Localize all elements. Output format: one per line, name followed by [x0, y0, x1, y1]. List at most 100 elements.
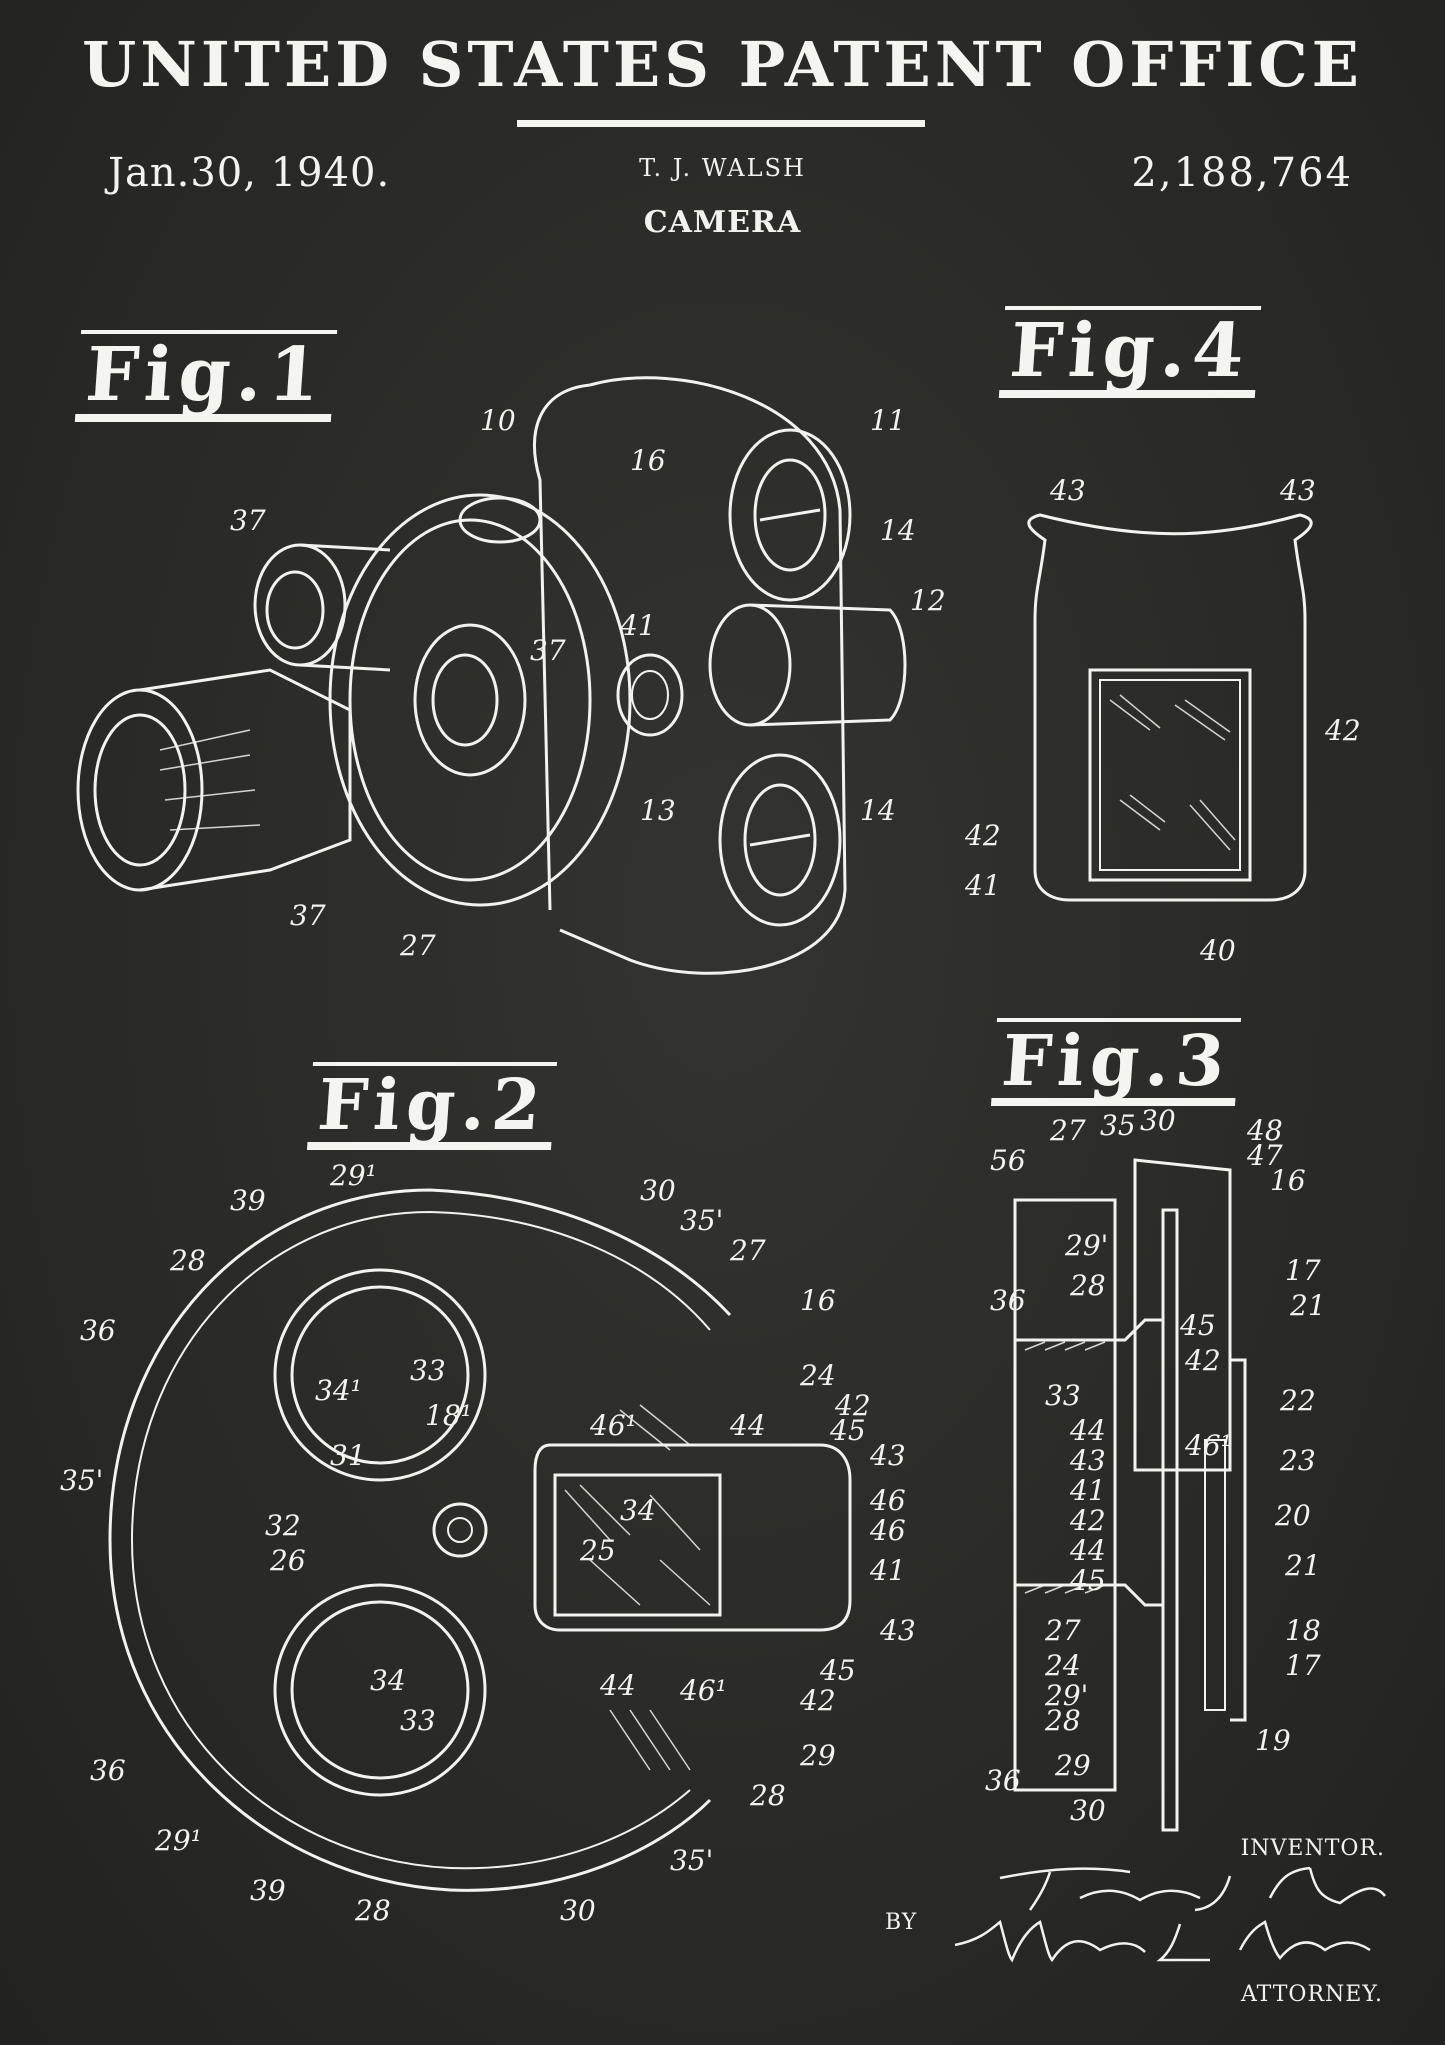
attorney-signature [954, 1919, 1371, 1963]
fig2-callout: 30 [640, 1174, 676, 1207]
fig1-callout: 37 [230, 504, 266, 537]
fig2-callout: 34 [370, 1664, 406, 1697]
fig2-callout: 29¹ [329, 1159, 377, 1192]
fig3-callout: 17 [1285, 1254, 1321, 1287]
fig2-callout: 31 [330, 1439, 366, 1472]
fig3-callout: 29' [1064, 1229, 1108, 1262]
fig3-callout: 46¹ [1184, 1429, 1232, 1462]
fig1-callout: 14 [880, 514, 916, 547]
fig3-callout: 18 [1285, 1614, 1321, 1647]
title-divider [517, 120, 925, 127]
patent-number: 2,188,764 [1131, 150, 1353, 196]
fig1-callout: 12 [910, 584, 946, 617]
fig2-callout: 46 [869, 1484, 906, 1517]
fig2-callout: 32 [265, 1509, 301, 1542]
fig2-callout: 43 [869, 1439, 906, 1472]
fig2-callout: 28 [169, 1244, 206, 1277]
fig2-callout: 34 [620, 1494, 656, 1527]
fig2-callout: 30 [560, 1894, 596, 1927]
fig3-callout: 41 [1069, 1474, 1106, 1507]
fig2-callout: 29 [799, 1739, 836, 1772]
fig3-callout: 27 [1044, 1614, 1081, 1647]
fig2-callout: 42 [799, 1684, 836, 1717]
fig3-callout: 44 [1069, 1534, 1106, 1567]
fig4-callout: 42 [1324, 714, 1361, 747]
by-label: BY [885, 1910, 918, 1935]
fig3-callout: 22 [1279, 1384, 1316, 1417]
fig1-callout: 10 [480, 404, 516, 437]
fig3-callout: 36 [985, 1764, 1021, 1797]
attorney-caption: ATTORNEY. [1240, 1982, 1383, 2007]
fig2-callout: 16 [800, 1284, 836, 1317]
fig3-callout: 28 [1069, 1269, 1106, 1302]
inventor-signature [999, 1866, 1386, 1912]
fig2-callout: 34¹ [315, 1374, 362, 1407]
fig2-callout: 36 [90, 1754, 126, 1787]
fig3-callout: 29' [1044, 1679, 1088, 1712]
fig2-callout: 35' [670, 1844, 713, 1877]
fig3-callout: 42 [1184, 1344, 1221, 1377]
fig3-label: Fig.3 [990, 1018, 1242, 1106]
fig2-callout: 36 [80, 1314, 116, 1347]
fig3-section-drawing: 56 27 35 30 48 47 16 29' 28 17 21 36 45 … [985, 1104, 1326, 1832]
inventor-name: T. J. WALSH [639, 154, 806, 182]
fig3-callout: 24 [1044, 1649, 1081, 1682]
fig3-callout: 30 [1070, 1794, 1106, 1827]
fig4-callout: 41 [964, 869, 1001, 902]
fig1-callout: 41 [619, 609, 656, 642]
fig1-callout: 13 [640, 794, 676, 827]
fig3-callout: 30 [1140, 1104, 1176, 1137]
fig2-callout: 42 [834, 1389, 871, 1422]
fig2-callout: 45 [829, 1414, 866, 1447]
fig4-callout: 43 [1279, 474, 1316, 507]
fig4-callout: 40 [1199, 934, 1236, 967]
invention-title: CAMERA [643, 205, 802, 240]
fig2-callout: 41 [869, 1554, 906, 1587]
patent-date: Jan.30, 1940. [108, 150, 391, 196]
fig2-callout: 46 [869, 1514, 906, 1547]
fig3-callout: 47 [1246, 1139, 1283, 1172]
fig3-callout: 27 [1049, 1114, 1086, 1147]
fig2-callout: 33 [400, 1704, 436, 1737]
fig3-callout: 45 [1069, 1564, 1106, 1597]
fig1-callout: 16 [630, 444, 666, 477]
fig3-callout: 33 [1045, 1379, 1081, 1412]
fig2-callout: 35' [60, 1464, 103, 1497]
fig3-callout: 48 [1246, 1114, 1283, 1147]
fig3-callout: 56 [990, 1144, 1026, 1177]
fig2-callout: 27 [729, 1234, 766, 1267]
fig3-callout: 20 [1274, 1499, 1311, 1532]
fig2-callout: 35' [680, 1204, 723, 1237]
fig1-callout: 11 [870, 404, 906, 437]
fig3-callout: 45 [1179, 1309, 1216, 1342]
fig2-callout: 26 [269, 1544, 306, 1577]
fig2-callout: 24 [799, 1359, 836, 1392]
fig1-camera-drawing: 10 16 11 37 14 12 37 41 13 14 37 27 [76, 376, 946, 975]
fig1-callout: 27 [399, 929, 436, 962]
inventor-caption: INVENTOR. [1240, 1836, 1385, 1861]
fig3-callout: 42 [1069, 1504, 1106, 1537]
fig1-callout: 37 [530, 634, 566, 667]
fig3-callout: 19 [1255, 1724, 1291, 1757]
fig2-turret-drawing: 29¹ 30 39 35' 27 28 16 36 33 34¹ 18¹ 24 … [60, 1159, 916, 1927]
fig2-callout: 44 [599, 1669, 636, 1702]
fig3-callout: 21 [1289, 1289, 1326, 1322]
fig4-label: Fig.4 [998, 306, 1261, 398]
fig2-callout: 18¹ [425, 1399, 472, 1432]
fig1-callout: 37 [290, 899, 326, 932]
fig2-callout: 39 [250, 1874, 286, 1907]
fig2-callout: 33 [410, 1354, 446, 1387]
office-title: UNITED STATES PATENT OFFICE [82, 28, 1363, 101]
fig3-callout: 16 [1270, 1164, 1306, 1197]
fig3-callout: 44 [1069, 1414, 1106, 1447]
fig3-callout: 21 [1284, 1549, 1321, 1582]
fig4-callout: 43 [1049, 474, 1086, 507]
fig2-callout: 44 [729, 1409, 766, 1442]
fig4-gate-drawing: 43 43 42 42 41 40 [964, 474, 1361, 967]
fig2-callout: 43 [879, 1614, 916, 1647]
fig4-callout: 42 [964, 819, 1001, 852]
fig2-callout: 39 [230, 1184, 266, 1217]
fig2-callout: 28 [354, 1894, 391, 1927]
fig2-callout: 46¹ [589, 1409, 637, 1442]
fig3-callout: 29 [1054, 1749, 1091, 1782]
